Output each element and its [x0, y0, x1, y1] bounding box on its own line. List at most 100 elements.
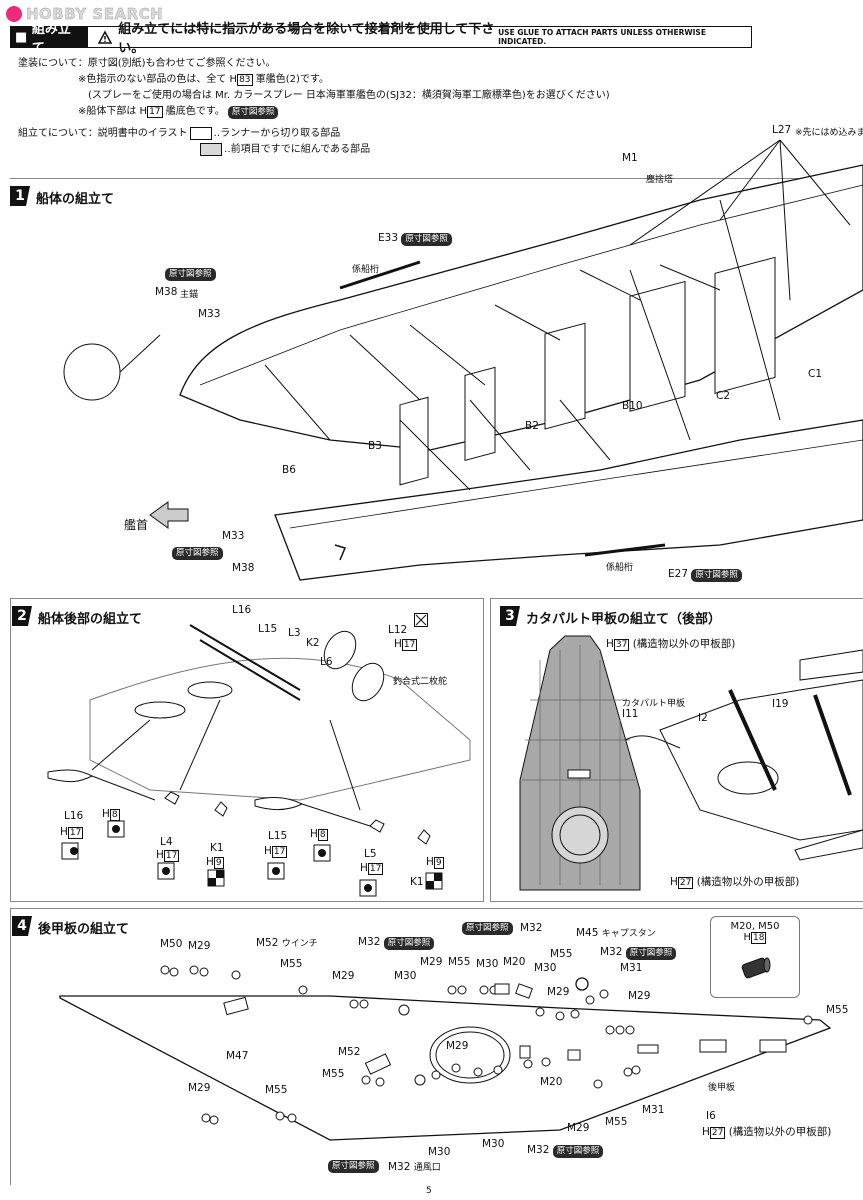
- part-label-i2: I2: [698, 712, 708, 724]
- catapult-deck-diagram: [519, 635, 863, 891]
- part-label-k2: K2: [306, 637, 320, 649]
- assembly-note-1a: 説明書中のイラスト: [97, 128, 188, 139]
- part-note-m38: 主錨: [180, 290, 199, 300]
- part-label-m50: M50: [160, 938, 183, 950]
- m52-label-text: M52: [256, 937, 279, 949]
- part-label-m20-b: M20: [540, 1076, 563, 1088]
- part-label-l15: L15: [268, 830, 288, 842]
- part-label-m32-e: M32 原寸図参照: [527, 1144, 604, 1158]
- part-label-m45-capstan: M45 キャプスタン: [576, 926, 656, 939]
- part-label-b10: B10: [622, 400, 643, 412]
- part-label-m30-c: M30: [534, 962, 557, 974]
- step-2-number: 2: [12, 606, 32, 626]
- part-label-i19: I19: [772, 698, 789, 710]
- color-code-box: 8: [109, 809, 120, 821]
- warning-text-en: USE GLUE TO ATTACH PARTS UNLESS OTHERWIS…: [498, 28, 706, 46]
- part-label-m38: M38: [155, 286, 178, 298]
- part-label-l6: L6: [320, 656, 333, 668]
- part-label-m29-b: M29: [332, 970, 355, 982]
- assembly-notes-title: 組立てについて：: [18, 128, 98, 139]
- bow-label: 艦首: [124, 518, 149, 532]
- paint-note-4a: ※船体下部は H: [78, 106, 148, 117]
- part-note-e27: 係船桁: [606, 563, 634, 573]
- part-label-m55-b: M55: [448, 956, 471, 968]
- catapult-deck-note: カタパルト甲板: [622, 699, 686, 709]
- full-scale-ref-tag: 原寸図参照: [172, 547, 223, 560]
- step-3-number: 3: [500, 606, 520, 626]
- step-4-panel: [10, 908, 863, 1185]
- m32d-label-text: M32: [388, 1161, 411, 1173]
- part-label-m29-g: M29: [188, 1082, 211, 1094]
- step-4-title: 後甲板の組立て: [38, 922, 130, 937]
- part-label-m30-d: M30: [428, 1146, 451, 1158]
- color-code-box: 18: [751, 932, 767, 944]
- part-label-l3: L3: [288, 627, 301, 639]
- part-label-m55-e: M55: [265, 1084, 288, 1096]
- color-code-box: 27: [677, 877, 694, 889]
- assembly-header-bar: ■ 組み立て 組み立てには特に指示がある場合を除いて接着剤を使用して下さい。 U…: [10, 22, 752, 56]
- part-label-e27: E27 原寸図参照: [668, 568, 742, 582]
- vent-note: 通風口: [413, 1163, 441, 1173]
- m45-label-text: M45: [576, 927, 599, 939]
- color-code-box: 8: [317, 829, 328, 841]
- part-label-m30-a: M30: [394, 970, 417, 982]
- part-label-m29-c: M29: [420, 956, 443, 968]
- winch-note: ウインチ: [281, 939, 318, 949]
- part-label-l4: L4: [160, 836, 173, 848]
- paint-notes-title: 塗装について：: [18, 58, 88, 69]
- paint-note-2b: 軍艦色(2)です。: [255, 74, 329, 85]
- m32c-label-text: M32: [600, 946, 623, 958]
- stern-diagram: [47, 624, 471, 897]
- color-code-box: 9: [433, 857, 444, 869]
- part-label-m20-a: M20: [503, 956, 526, 968]
- part-label-k1-b: K1: [410, 876, 424, 888]
- step-1-panel: [10, 178, 863, 591]
- warning-text: 組み立てには特に指示がある場合を除いて接着剤を使用して下さい。: [118, 22, 495, 56]
- color-code-box: 17: [163, 850, 180, 862]
- part-label-m31-b: M31: [642, 1104, 665, 1116]
- part-label-m55-f: M55: [605, 1116, 628, 1128]
- m32e-label-text: M32: [527, 1144, 550, 1156]
- step-1-title: 船体の組立て: [36, 192, 115, 207]
- part-label-m55-d: M55: [322, 1068, 345, 1080]
- part-note-l27: ※先にはめ込みま: [795, 128, 863, 138]
- part-label-b6: B6: [282, 464, 296, 476]
- section-title: 組み立て: [31, 22, 71, 56]
- full-scale-ref-tag: 原寸図参照: [227, 106, 279, 119]
- runner-part-box: [189, 126, 212, 140]
- step-1-number: 1: [10, 186, 30, 206]
- part-label-l12: L12: [388, 624, 408, 636]
- rear-deck-note: 後甲板: [708, 1083, 736, 1093]
- h37-note: (構造物以外の甲板部): [632, 638, 736, 650]
- part-label-l5: L5: [364, 848, 377, 860]
- preassembled-part-box: [200, 142, 222, 156]
- part-label-m52-b: M52: [338, 1046, 361, 1058]
- part-label-m29-d: M29: [547, 986, 570, 998]
- color-code-box: 37: [613, 639, 630, 651]
- part-label-m52-winch: M52 ウインチ: [256, 936, 318, 949]
- color-code-box: 17: [401, 639, 418, 651]
- part-label-m30-b: M30: [476, 958, 499, 970]
- part-label-m1: M1: [622, 152, 638, 164]
- full-scale-ref-tag: 原寸図参照: [625, 947, 677, 960]
- part-label-m32-a: M32 原寸図参照: [358, 936, 435, 950]
- part-label-m31-a: M31: [620, 962, 643, 974]
- glue-warning: 組み立てには特に指示がある場合を除いて接着剤を使用して下さい。: [97, 18, 498, 56]
- part-label-l16: L16: [64, 810, 84, 822]
- part-label-m32-c: M32 原寸図参照: [600, 946, 677, 960]
- part-label-m55-a: M55: [280, 958, 303, 970]
- full-scale-ref-tag: 原寸図参照: [165, 268, 216, 281]
- page-number: 5: [426, 1186, 432, 1196]
- step-3-title: カタパルト甲板の組立て（後部）: [526, 612, 722, 627]
- h27-deck-note: (構造物以外の甲板部): [728, 1126, 832, 1138]
